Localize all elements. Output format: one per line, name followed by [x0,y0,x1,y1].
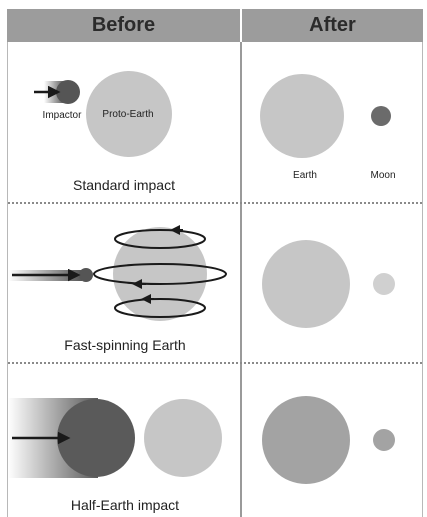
earth-label: Earth [293,170,317,181]
column-divider [240,42,242,517]
row-divider-2 [8,362,422,364]
row1-earth [260,74,344,158]
row2-caption: Fast-spinning Earth [64,337,186,353]
row-divider-1 [8,202,422,204]
row2-moon [373,273,395,295]
row3-earth [262,396,350,484]
after-header-label: After [309,14,356,36]
impactor-label: Impactor [42,110,82,121]
row2-impactor-body [79,268,93,282]
row3-proto-earth [144,399,222,477]
before-header: Before [7,9,240,42]
after-header: After [242,9,423,42]
row3-caption: Half-Earth impact [70,497,180,513]
moon-label: Moon [370,170,396,181]
row3-moon [373,429,395,451]
row1-moon [371,106,391,126]
row2-spin-ring-middle [93,263,227,285]
row3-impactor-group [8,398,135,478]
row1-impactor-group [34,80,80,104]
row1-proto-earth [86,71,172,157]
proto-earth-label: Proto-Earth [102,109,154,120]
row2-spinning-earth [113,227,207,321]
row2-spin-ring-bottom [114,298,206,318]
row2-spin-ring-top [114,229,206,249]
row1-caption: Standard impact [73,177,175,193]
right-border [422,42,423,517]
row2-spin-arrows [93,225,227,318]
left-border [7,42,8,517]
row2-earth [262,240,350,328]
row2-impactor-group [8,268,93,282]
before-header-label: Before [91,14,156,36]
row1-impactor-body [56,80,80,104]
row3-impactor-body [57,399,135,477]
